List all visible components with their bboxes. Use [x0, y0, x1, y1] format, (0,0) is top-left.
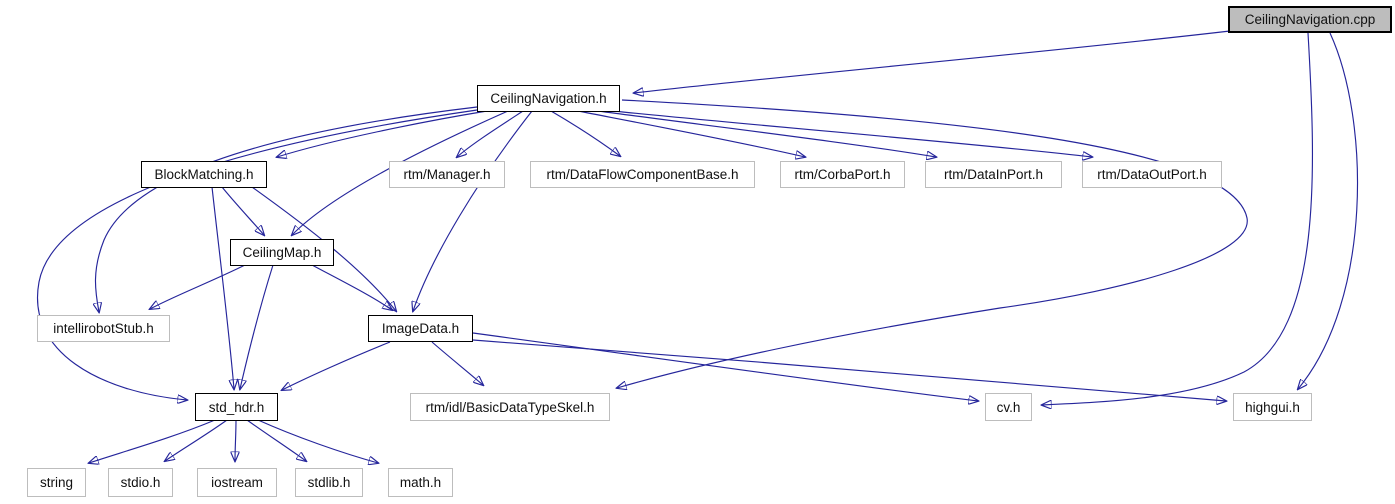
edge-stdh-math — [257, 419, 378, 463]
node-rtm-idl-basicdatatypeskel-h: rtm/idl/BasicDataTypeSkel.h — [410, 393, 610, 421]
edge-stdh-iostream — [235, 419, 236, 461]
edge-img-hg — [472, 339, 1226, 401]
edge-cnh-bm — [277, 110, 488, 157]
node-blockmatching-h[interactable]: BlockMatching.h — [141, 161, 267, 188]
edge-img-stdh — [282, 341, 391, 390]
edge-cnh-istub — [95, 106, 478, 312]
node-string: string — [27, 468, 86, 497]
node-intellirobotstub-h: intellirobotStub.h — [37, 315, 170, 342]
edge-cnh-cmap — [292, 110, 509, 235]
edge-cnh-dfcb — [550, 110, 620, 156]
edge-cmap-img — [311, 264, 392, 310]
node-rtm-manager-h: rtm/Manager.h — [389, 161, 505, 188]
node-stdio-h: stdio.h — [108, 468, 173, 497]
node-ceilingnavigation-cpp: CeilingNavigation.cpp — [1228, 6, 1392, 33]
edge-stdh-stdio — [165, 419, 228, 461]
edge-bm-stdh — [211, 186, 234, 389]
edge-bm-cmap — [221, 186, 264, 235]
edge-cpp-cv — [1042, 32, 1314, 405]
node-highgui-h: highgui.h — [1233, 393, 1312, 421]
edge-cnh-corba — [577, 110, 805, 157]
node-rtm-dataflowcomponentbase-h: rtm/DataFlowComponentBase.h — [530, 161, 755, 188]
node-ceilingnavigation-h[interactable]: CeilingNavigation.h — [477, 85, 620, 112]
edge-cnh-img — [413, 110, 533, 311]
edge-stdh-string — [89, 419, 216, 463]
edge-cnh-mgr — [457, 110, 524, 157]
node-stdlib-h: stdlib.h — [295, 468, 363, 497]
edge-cnh-dip — [597, 110, 936, 157]
node-math-h: math.h — [388, 468, 453, 497]
edge-cnh-dop — [612, 110, 1092, 157]
edge-cnh-bdts — [617, 99, 1248, 388]
edge-stdh-stdlib — [246, 419, 306, 461]
node-ceilingmap-h[interactable]: CeilingMap.h — [230, 239, 334, 266]
node-imagedata-h[interactable]: ImageData.h — [368, 315, 473, 342]
edge-cnh-stdh — [36, 109, 478, 400]
node-rtm-dataoutport-h: rtm/DataOutPort.h — [1082, 161, 1222, 188]
edge-cmap-stdh — [240, 264, 274, 389]
edge-img-cv — [472, 332, 978, 401]
edge-cpp-cnh — [634, 30, 1231, 93]
node-iostream: iostream — [197, 468, 277, 497]
edge-cpp-hg — [1298, 32, 1359, 389]
node-rtm-corbaport-h: rtm/CorbaPort.h — [780, 161, 905, 188]
edge-cmap-istub — [150, 264, 246, 309]
node-std-hdr-h[interactable]: std_hdr.h — [195, 393, 278, 421]
edge-img-bdts — [431, 341, 483, 385]
node-rtm-datainport-h: rtm/DataInPort.h — [925, 161, 1062, 188]
node-cv-h: cv.h — [985, 393, 1032, 421]
